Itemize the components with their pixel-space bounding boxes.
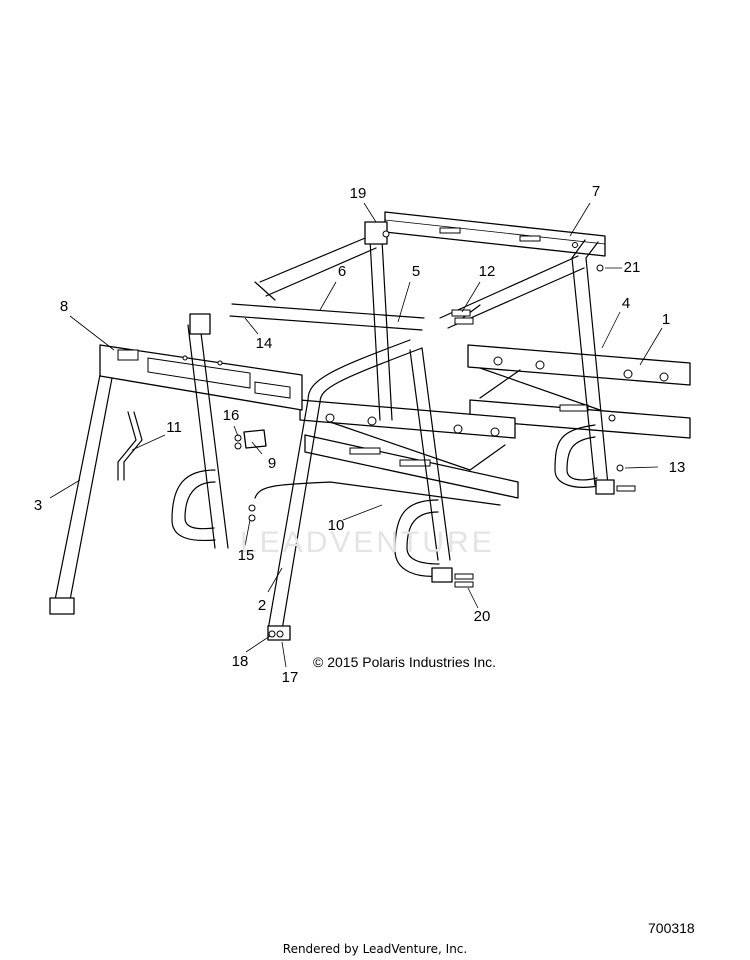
callout-21: 21 [623, 259, 641, 276]
copyright-notice: © 2015 Polaris Industries Inc. [313, 654, 497, 670]
callout-17: 17 [281, 669, 299, 686]
callout-8: 8 [59, 298, 69, 315]
callout-20: 20 [473, 608, 491, 625]
part-1-rear-side-rail [467, 344, 691, 439]
part-10-side-rail [299, 399, 519, 499]
callout-10: 10 [327, 517, 345, 534]
part-4-rear-upright [554, 239, 615, 495]
callout-2: 2 [257, 597, 267, 614]
callout-11: 11 [166, 419, 182, 436]
callout-13: 13 [668, 459, 686, 476]
part-19-upright [364, 221, 393, 421]
part-9-bracket [234, 429, 267, 450]
callout-19: 19 [349, 185, 367, 202]
callout-4: 4 [621, 295, 631, 312]
callout-9: 9 [267, 455, 277, 472]
hardware-fasteners [248, 230, 636, 638]
callout-7: 7 [591, 183, 601, 200]
rendered-by-footer: Rendered by LeadVenture, Inc. [282, 942, 468, 956]
part-8-dash-panel [99, 344, 303, 411]
callout-12: 12 [478, 263, 496, 280]
callout-1: 1 [661, 311, 671, 328]
callout-5: 5 [411, 263, 421, 280]
callout-leader-lines [49, 202, 663, 668]
part-6-cross-tube [254, 235, 481, 321]
part-11-grab-bar [117, 411, 143, 481]
callout-6: 6 [337, 263, 347, 280]
leadventure-watermark: LEADVENTURE [240, 526, 495, 559]
callout-3: 3 [33, 497, 43, 514]
callout-15: 15 [237, 547, 255, 564]
callout-18: 18 [231, 653, 249, 670]
callout-16: 16 [222, 407, 240, 424]
part-3-front-upright [49, 313, 229, 615]
callout-14: 14 [255, 335, 273, 352]
diagram-reference-number: 700318 [648, 920, 695, 936]
part-7-rear-cross-member [384, 211, 606, 257]
